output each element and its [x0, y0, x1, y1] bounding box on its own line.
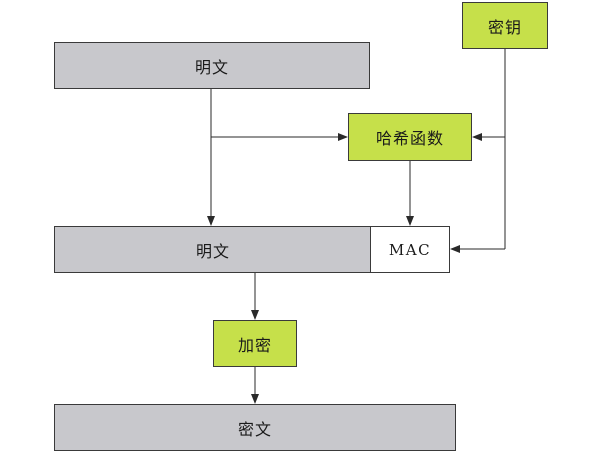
key-box: 密钥	[462, 2, 548, 49]
mac-box: MAC	[370, 226, 450, 273]
encrypt-label: 加密	[237, 335, 272, 355]
mac-label: MAC	[388, 240, 432, 259]
plaintext-with-mac-label: 明文	[195, 241, 230, 261]
hash-function-label: 哈希函数	[375, 129, 444, 148]
plaintext-input-label: 明文	[194, 57, 229, 77]
plaintext-input-box: 明文	[54, 42, 370, 89]
ciphertext-box: 密文	[54, 404, 456, 451]
key-label: 密钥	[487, 17, 522, 37]
hash-function-box: 哈希函数	[348, 113, 472, 161]
plaintext-with-mac-box: 明文	[54, 226, 372, 273]
ciphertext-label: 密文	[237, 419, 272, 439]
encrypt-box: 加密	[213, 320, 297, 367]
